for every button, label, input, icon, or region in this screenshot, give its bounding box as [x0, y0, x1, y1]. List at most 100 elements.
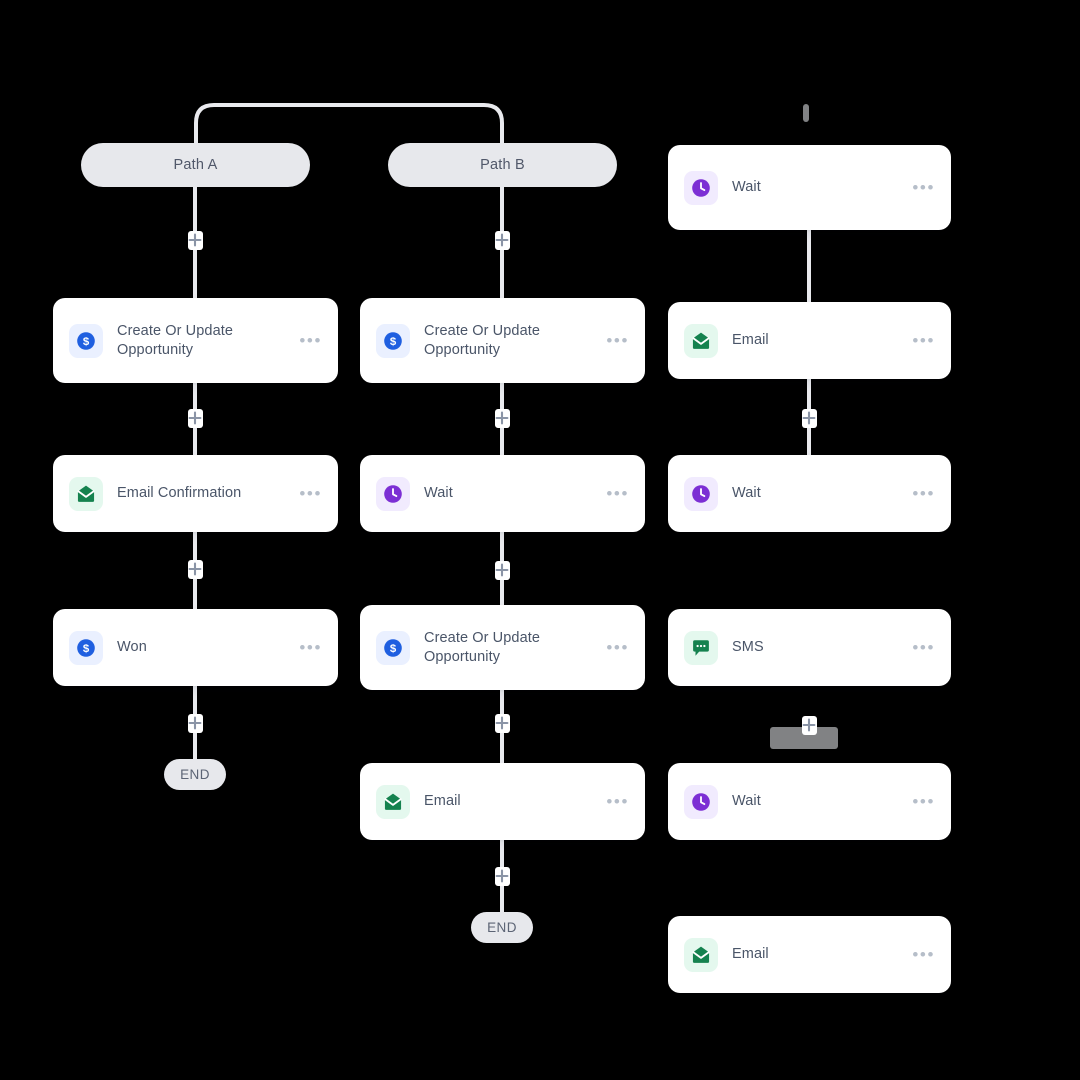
node-icon-container: $: [69, 630, 103, 665]
workflow-node-col1-won[interactable]: $Won•••: [53, 609, 338, 686]
workflow-node-col2-create-update-1[interactable]: $ Create Or Update Opportunity •••: [360, 298, 645, 383]
node-menu-button[interactable]: •••: [912, 330, 935, 350]
node-icon-container: [684, 170, 718, 205]
plus-icon: [495, 563, 509, 577]
workflow-node-col3-email-2[interactable]: Email •••: [668, 916, 951, 993]
node-label: Email: [424, 793, 461, 809]
envelope-icon: [77, 485, 95, 502]
node-icon-container: $: [376, 323, 410, 358]
plus-icon: [188, 233, 202, 247]
node-label: Create Or Update Opportunity: [117, 322, 234, 358]
workflow-node-col3-sms[interactable]: SMS •••: [668, 609, 951, 686]
branch-pill-label: Path A: [173, 157, 218, 173]
node-icon-container: [684, 476, 718, 511]
node-label: Wait: [732, 793, 761, 809]
clock-icon: [692, 178, 710, 197]
workflow-node-col3-wait-3[interactable]: Wait •••: [668, 763, 951, 840]
node-menu-button[interactable]: •••: [912, 944, 935, 964]
node-menu-button[interactable]: •••: [606, 483, 629, 503]
add-step-button-add-col2-low[interactable]: [492, 560, 512, 580]
end-terminator-end-col1[interactable]: END: [164, 759, 226, 790]
node-icon-container: [376, 784, 410, 819]
add-step-button-add-col1-mid[interactable]: [185, 408, 205, 428]
node-menu-button[interactable]: •••: [912, 483, 935, 503]
clock-icon: [692, 484, 710, 503]
workflow-node-col3-email-1[interactable]: Email •••: [668, 302, 951, 379]
node-icon-container: [684, 937, 718, 972]
render-artifact-top-right: [803, 104, 809, 122]
envelope-icon: [692, 332, 710, 349]
workflow-node-col2-create-update-2[interactable]: $Create Or Update Opportunity•••: [360, 605, 645, 690]
node-menu-button[interactable]: •••: [606, 330, 629, 350]
node-label: Wait: [424, 485, 453, 501]
branch-pill-label: Path B: [480, 157, 525, 173]
add-step-button-add-col3-mid[interactable]: [799, 408, 819, 428]
node-icon-container: $: [376, 630, 410, 665]
clock-icon: [384, 484, 402, 503]
add-step-button-add-col1-end[interactable]: [185, 713, 205, 733]
clock-icon: [692, 792, 710, 811]
workflow-node-col1-create-update[interactable]: $ Create Or Update Opportunity •••: [53, 298, 338, 383]
node-label: Wait: [732, 179, 761, 195]
end-terminator-end-col2[interactable]: END: [471, 912, 533, 943]
svg-text:$: $: [83, 336, 90, 348]
branch-pill-path-b[interactable]: Path B: [388, 143, 617, 187]
node-menu-button[interactable]: •••: [606, 637, 629, 657]
chat-bubble-icon: [693, 639, 709, 656]
workflow-node-col3-wait-2[interactable]: Wait •••: [668, 455, 951, 532]
svg-text:$: $: [83, 643, 90, 655]
end-terminator-label: END: [180, 767, 210, 782]
workflow-node-col2-email[interactable]: Email •••: [360, 763, 645, 840]
edge-root-split-right: [345, 103, 504, 145]
plus-icon: [802, 411, 816, 425]
node-label: Create Or Update Opportunity: [424, 322, 541, 358]
envelope-icon: [384, 793, 402, 810]
node-label: Email: [732, 946, 769, 962]
node-icon-container: $: [69, 323, 103, 358]
add-step-button-add-col2-top[interactable]: [492, 230, 512, 250]
end-terminator-label: END: [487, 920, 517, 935]
node-icon-container: [684, 323, 718, 358]
plus-icon: [802, 718, 816, 732]
add-step-button-add-col2-low2[interactable]: [492, 713, 512, 733]
workflow-node-col3-wait-1[interactable]: Wait •••: [668, 145, 951, 230]
svg-text:$: $: [390, 643, 397, 655]
envelope-icon: [692, 946, 710, 963]
add-step-button-add-col2-mid[interactable]: [492, 408, 512, 428]
node-menu-button[interactable]: •••: [299, 330, 322, 350]
node-menu-button[interactable]: •••: [299, 483, 322, 503]
plus-icon: [495, 716, 509, 730]
dollar-icon: $: [77, 331, 95, 350]
plus-icon: [188, 562, 202, 576]
workflow-node-col1-email-confirmation[interactable]: Email Confirmation•••: [53, 455, 338, 532]
node-label: SMS: [732, 639, 764, 655]
node-menu-button[interactable]: •••: [299, 637, 322, 657]
node-icon-container: [376, 476, 410, 511]
node-menu-button[interactable]: •••: [912, 637, 935, 657]
svg-text:$: $: [390, 336, 397, 348]
plus-icon: [495, 869, 509, 883]
plus-icon: [495, 411, 509, 425]
plus-icon: [188, 716, 202, 730]
node-icon-container: [69, 476, 103, 511]
node-menu-button[interactable]: •••: [912, 177, 935, 197]
add-step-button-add-col1-top[interactable]: [185, 230, 205, 250]
edge-root-split-left: [194, 103, 349, 145]
node-menu-button[interactable]: •••: [606, 791, 629, 811]
dollar-icon: $: [77, 638, 95, 657]
add-step-button-add-col1-low[interactable]: [185, 559, 205, 579]
node-menu-button[interactable]: •••: [912, 791, 935, 811]
node-label: Wait: [732, 485, 761, 501]
branch-pill-path-a[interactable]: Path A: [81, 143, 310, 187]
add-step-button-add-col3-low[interactable]: [799, 715, 819, 735]
dollar-icon: $: [384, 331, 402, 350]
node-icon-container: [684, 784, 718, 819]
plus-icon: [188, 411, 202, 425]
workflow-node-col2-wait[interactable]: Wait •••: [360, 455, 645, 532]
add-step-button-add-col2-end[interactable]: [492, 866, 512, 886]
plus-icon: [495, 233, 509, 247]
node-icon-container: [684, 630, 718, 665]
node-label: Email: [732, 332, 769, 348]
dollar-icon: $: [384, 638, 402, 657]
